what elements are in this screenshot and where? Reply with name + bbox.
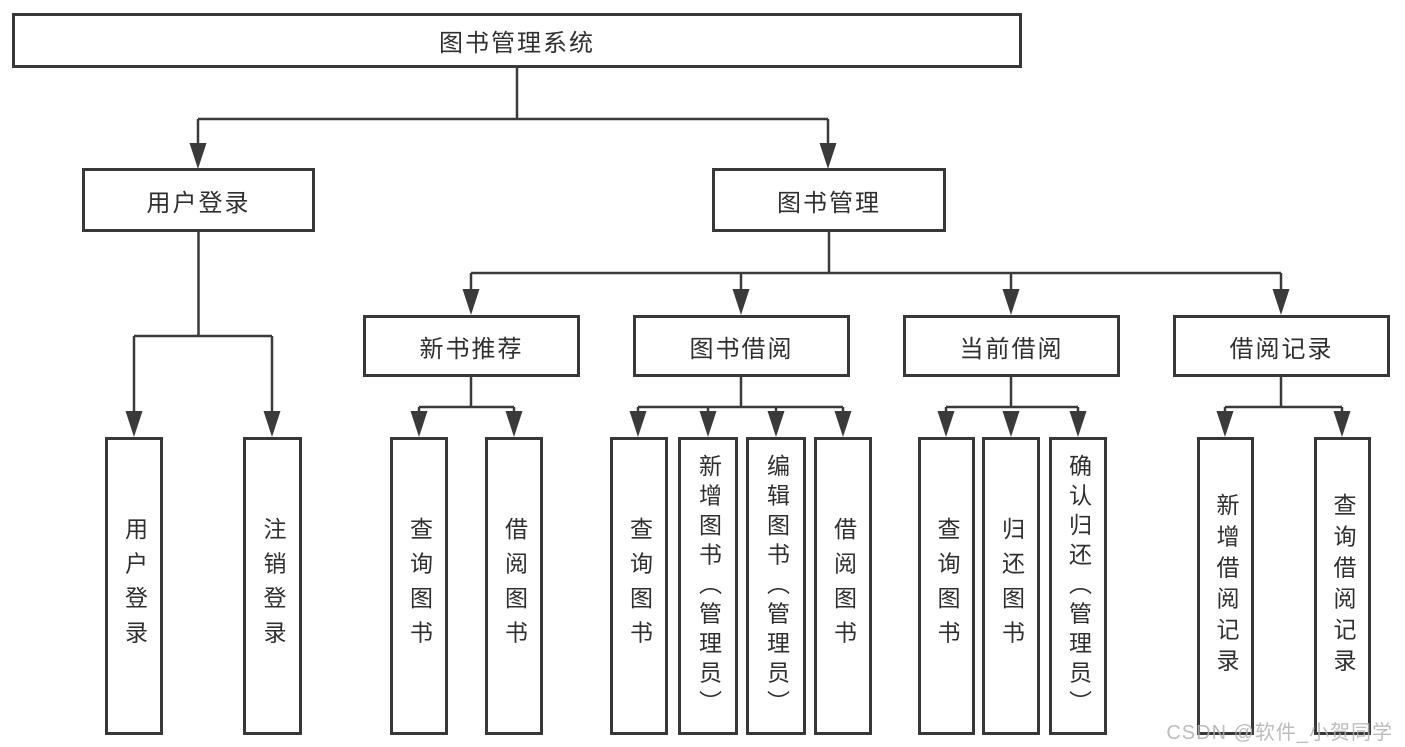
leaf-br-query-record-label: 查询借阅记录	[1330, 492, 1356, 680]
leaf-cb-confirm-return: 确认归还（管理员）	[1049, 437, 1107, 735]
leaf-br-add-record-label: 新增借阅记录	[1213, 492, 1239, 680]
leaf-user-login-label: 用户登录	[121, 517, 148, 655]
node-current-borrow-label: 当前借阅	[959, 335, 1064, 363]
leaf-user-login: 用户登录	[105, 437, 163, 735]
leaf-logout-label: 注销登录	[260, 517, 286, 655]
leaf-nb-query-book: 查询图书	[390, 437, 448, 735]
leaf-bb-edit-book-label: 编辑图书（管理员）	[763, 453, 790, 719]
node-user-login: 用户登录	[82, 168, 315, 232]
node-new-book-recommend: 新书推荐	[363, 315, 580, 377]
node-book-management-label: 图书管理	[777, 189, 881, 217]
leaf-cb-confirm-return-label: 确认归还（管理员）	[1065, 453, 1092, 719]
node-user-login-label: 用户登录	[146, 189, 251, 217]
leaf-bb-edit-book: 编辑图书（管理员）	[746, 437, 806, 735]
node-root: 图书管理系统	[12, 13, 1022, 68]
leaf-cb-return-book-label: 归还图书	[998, 517, 1025, 655]
node-borrow-records-label: 借阅记录	[1229, 335, 1334, 363]
node-current-borrow: 当前借阅	[903, 315, 1120, 377]
leaf-nb-query-book-label: 查询图书	[406, 517, 433, 655]
leaf-cb-query-book-label: 查询图书	[934, 517, 960, 655]
node-root-label: 图书管理系统	[439, 30, 595, 57]
leaf-logout: 注销登录	[243, 437, 302, 735]
leaf-bb-add-book: 新增图书（管理员）	[678, 437, 738, 735]
leaf-bb-query-book-label: 查询图书	[626, 517, 653, 655]
node-book-borrow-label: 图书借阅	[689, 335, 794, 363]
leaf-br-query-record: 查询借阅记录	[1314, 437, 1371, 735]
leaf-br-add-record: 新增借阅记录	[1197, 437, 1254, 735]
leaf-cb-return-book: 归还图书	[982, 437, 1040, 735]
node-book-management: 图书管理	[712, 168, 946, 232]
leaf-bb-borrow-book-label: 借阅图书	[830, 517, 857, 655]
leaf-bb-add-book-label: 新增图书（管理员）	[695, 453, 722, 719]
watermark-text: CSDN @软件_小贺同学	[1166, 722, 1393, 744]
leaf-nb-borrow-book-label: 借阅图书	[501, 517, 528, 655]
leaf-bb-query-book: 查询图书	[610, 437, 668, 735]
leaf-nb-borrow-book: 借阅图书	[485, 437, 543, 735]
node-new-book-recommend-label: 新书推荐	[419, 335, 524, 363]
leaf-cb-query-book: 查询图书	[918, 437, 975, 735]
node-book-borrow: 图书借阅	[633, 315, 850, 377]
node-borrow-records: 借阅记录	[1173, 315, 1390, 377]
leaf-bb-borrow-book: 借阅图书	[814, 437, 872, 735]
